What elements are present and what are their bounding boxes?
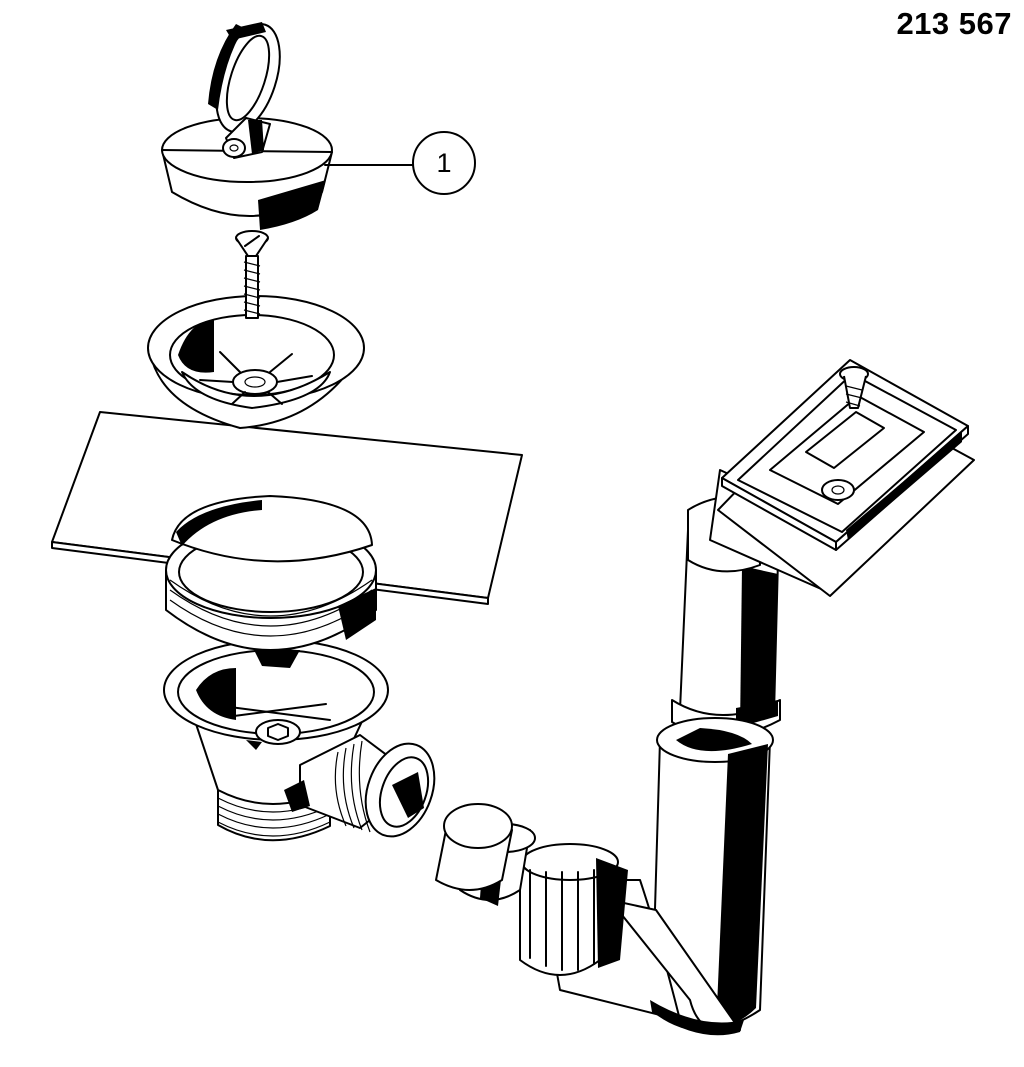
strainer-basket bbox=[147, 295, 365, 429]
sink-plug bbox=[161, 22, 333, 230]
threaded-flange bbox=[171, 495, 373, 563]
overflow-cover bbox=[717, 359, 975, 597]
callout-label-1: 1 bbox=[436, 147, 452, 178]
strainer-body bbox=[163, 639, 436, 842]
strainer-screw bbox=[235, 230, 269, 319]
trap-connector bbox=[435, 803, 744, 1036]
callout-1 bbox=[324, 131, 476, 195]
part-number: 213 567 bbox=[896, 6, 1012, 41]
